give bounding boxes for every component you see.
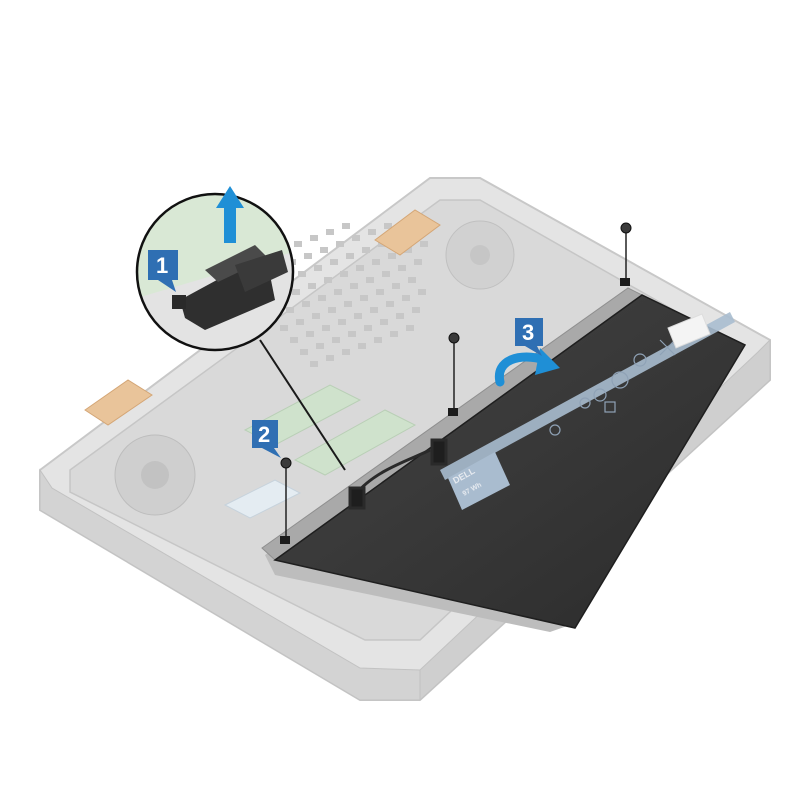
regulatory-symbols — [549, 339, 676, 436]
vent-hole — [366, 277, 374, 283]
vent-hole — [318, 295, 326, 301]
vent-hole — [328, 307, 336, 313]
vent-hole — [364, 325, 372, 331]
vent-hole — [296, 319, 304, 325]
vent-hole — [306, 331, 314, 337]
vent-hole — [386, 301, 394, 307]
vent-hole — [330, 259, 338, 265]
vent-hole — [348, 331, 356, 337]
vent-hole — [376, 289, 384, 295]
zoom-inset — [135, 186, 295, 352]
vent-hole — [310, 235, 318, 241]
vent-hole — [346, 253, 354, 259]
screw-icon — [448, 332, 460, 344]
vent-hole — [380, 319, 388, 325]
vent-hole — [420, 241, 428, 247]
barcode-sticker — [667, 313, 711, 349]
vent-hole — [324, 277, 332, 283]
callout-3-number: 3 — [522, 320, 534, 345]
vent-hole — [408, 277, 416, 283]
heat-pipe-bottom — [84, 379, 153, 426]
vent-hole — [334, 289, 342, 295]
vent-hole — [418, 289, 426, 295]
fan-top — [445, 220, 515, 290]
vent-hole — [280, 325, 288, 331]
vent-hole — [412, 307, 420, 313]
vent-hole — [384, 223, 392, 229]
vent-hole — [304, 253, 312, 259]
vent-hole — [396, 313, 404, 319]
vent-hole — [374, 337, 382, 343]
vent-hole — [360, 295, 368, 301]
battery-cable — [348, 438, 448, 510]
vent-hole — [320, 247, 328, 253]
vent-hole — [316, 343, 324, 349]
vent-hole — [362, 247, 370, 253]
vent-hole — [406, 325, 414, 331]
vent-hole — [298, 271, 306, 277]
memory-module-2 — [293, 409, 417, 476]
vent-hole — [414, 259, 422, 265]
vent-hole — [302, 301, 310, 307]
vent-hole — [322, 325, 330, 331]
inset-leader-line — [259, 339, 346, 471]
battery-label: DELL 97 Wh — [448, 452, 510, 510]
vent-hole — [354, 313, 362, 319]
vent-hole — [338, 319, 346, 325]
vent-hole — [370, 307, 378, 313]
vent-hole — [358, 343, 366, 349]
callout-1: 1 — [148, 250, 178, 292]
vent-hole — [372, 259, 380, 265]
callout-1-number: 1 — [156, 253, 168, 278]
screw-2 — [448, 332, 460, 416]
fan-bottom — [114, 434, 196, 516]
vent-hole — [382, 271, 390, 277]
callout-3: 3 — [515, 318, 543, 356]
vent-hole — [294, 241, 302, 247]
vent-hole — [356, 265, 364, 271]
vent-hole — [326, 355, 334, 361]
vent-hole — [290, 337, 298, 343]
vent-hole — [340, 271, 348, 277]
vent-hole — [368, 229, 376, 235]
vent-hole — [342, 223, 350, 229]
screw-1 — [280, 457, 292, 544]
callout-2-number: 2 — [258, 422, 270, 447]
vent-hole — [310, 361, 318, 367]
vent-hole — [292, 289, 300, 295]
vent-hole — [314, 265, 322, 271]
screw-3 — [620, 222, 632, 286]
vent-hole — [398, 265, 406, 271]
vent-hole — [392, 283, 400, 289]
vent-hole — [390, 331, 398, 337]
vent-hole — [300, 349, 308, 355]
vent-hole — [404, 247, 412, 253]
vent-hole — [332, 337, 340, 343]
vent-hole — [308, 283, 316, 289]
vent-hole — [312, 313, 320, 319]
vent-hole — [388, 253, 396, 259]
wlan-card — [223, 479, 302, 519]
vent-hole — [344, 301, 352, 307]
vent-hole — [286, 307, 294, 313]
vent-hole — [336, 241, 344, 247]
vent-hole — [342, 349, 350, 355]
vent-hole — [350, 283, 358, 289]
battery: DELL 97 Wh — [261, 287, 747, 632]
screw-icon — [280, 457, 292, 469]
vent-hole — [352, 235, 360, 241]
callout-2: 2 — [252, 420, 281, 458]
vent-hole — [402, 295, 410, 301]
vent-hole — [326, 229, 334, 235]
screw-icon — [620, 222, 632, 234]
arrow-up-icon — [216, 186, 244, 243]
heat-pipe-top — [374, 209, 441, 256]
